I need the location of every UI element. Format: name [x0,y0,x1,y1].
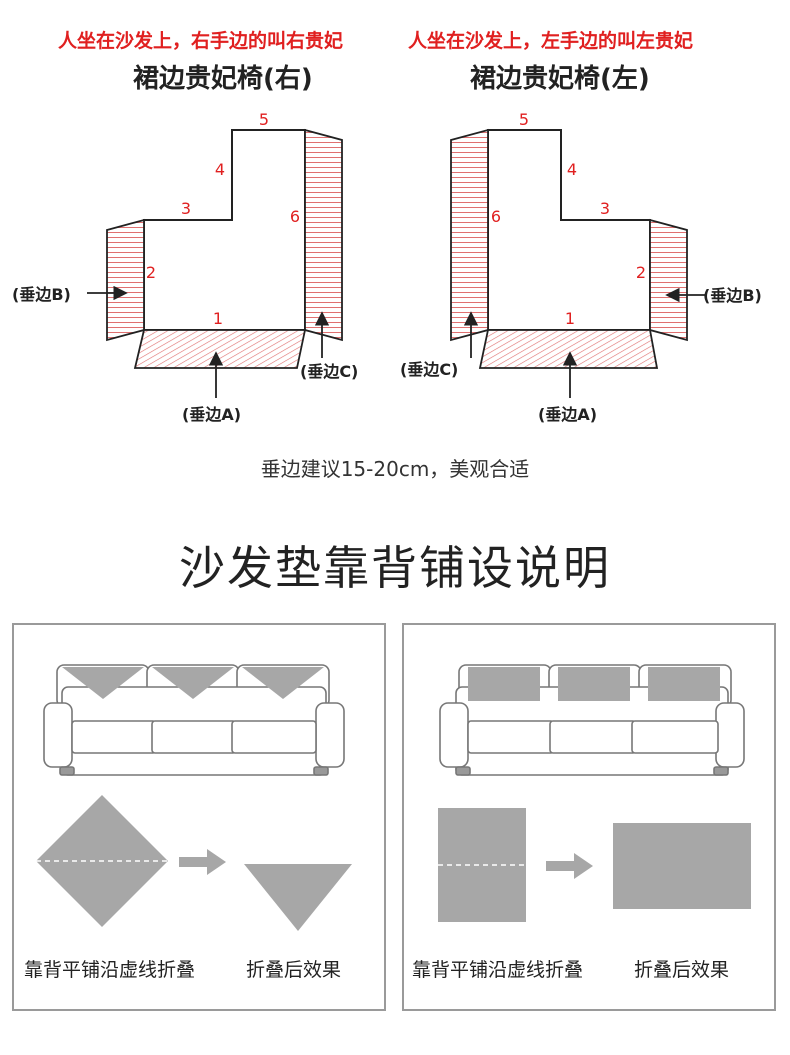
edge-number-6: 6 [491,207,501,226]
folded-rectangle-result [613,823,751,909]
sofa-skirt-diagram: 1 2 3 4 5 6 (垂边B) (垂边C) (垂边A) 1 2 3 4 5 … [12,110,762,424]
edge-number-2: 2 [146,263,156,282]
folded-triangle-covers [62,667,324,699]
edge-number-2: 2 [636,263,646,282]
right-chaise-title: 裙边贵妃椅(右) [133,64,313,94]
edge-number-4: 4 [567,160,577,179]
caption-result: 折叠后效果 [246,959,342,981]
right-chaise-diagram: 1 2 3 4 5 6 (垂边B) (垂边C) (垂边A) [12,110,358,424]
skirt-c-panel [450,128,489,342]
caption-fold: 靠背平铺沿虚线折叠 [24,959,196,981]
triangle-fold-illustration [36,664,352,931]
edge-number-1: 1 [213,309,223,328]
caption-fold: 靠背平铺沿虚线折叠 [412,959,584,981]
right-arrow-icon [546,853,593,879]
folded-rectangle-covers [468,667,720,701]
edge-number-3: 3 [181,199,191,218]
panel-rectangle-fold: 靠背平铺沿虚线折叠 折叠后效果 [402,623,776,1011]
rectangle-fold-illustration [438,664,751,922]
left-chaise-note: 人坐在沙发上，左手边的叫左贵妃 [408,30,694,52]
right-chaise-note: 人坐在沙发上，右手边的叫右贵妃 [58,30,344,52]
left-chaise-diagram: 1 2 3 4 5 6 (垂边B) (垂边C) (垂边A) [400,110,762,424]
skirt-b-panel [649,218,688,342]
skirt-c-panel [304,128,343,342]
label-skirt-c: (垂边C) [400,360,458,379]
edge-number-3: 3 [600,199,610,218]
section-heading: 沙发垫靠背铺设说明 [179,541,611,595]
label-skirt-a: (垂边A) [538,405,597,424]
edge-number-4: 4 [215,160,225,179]
edge-number-5: 5 [519,110,529,129]
skirt-a-panel [478,329,659,369]
edge-number-6: 6 [290,207,300,226]
label-skirt-b: (垂边B) [12,285,71,304]
caption-result: 折叠后效果 [634,959,730,981]
left-chaise-title: 裙边贵妃椅(左) [470,64,650,94]
label-skirt-a: (垂边A) [182,405,241,424]
skirt-a-panel [133,329,307,369]
label-skirt-b: (垂边B) [703,286,762,305]
edge-number-1: 1 [565,309,575,328]
right-arrow-icon [179,849,226,875]
skirt-b-panel [106,218,145,342]
label-skirt-c: (垂边C) [300,362,358,381]
skirt-length-note: 垂边建议15-20cm，美观合适 [260,457,530,481]
folded-triangle-result [244,864,352,931]
panel-triangle-fold: 靠背平铺沿虚线折叠 折叠后效果 [12,623,386,1011]
edge-number-5: 5 [259,110,269,129]
